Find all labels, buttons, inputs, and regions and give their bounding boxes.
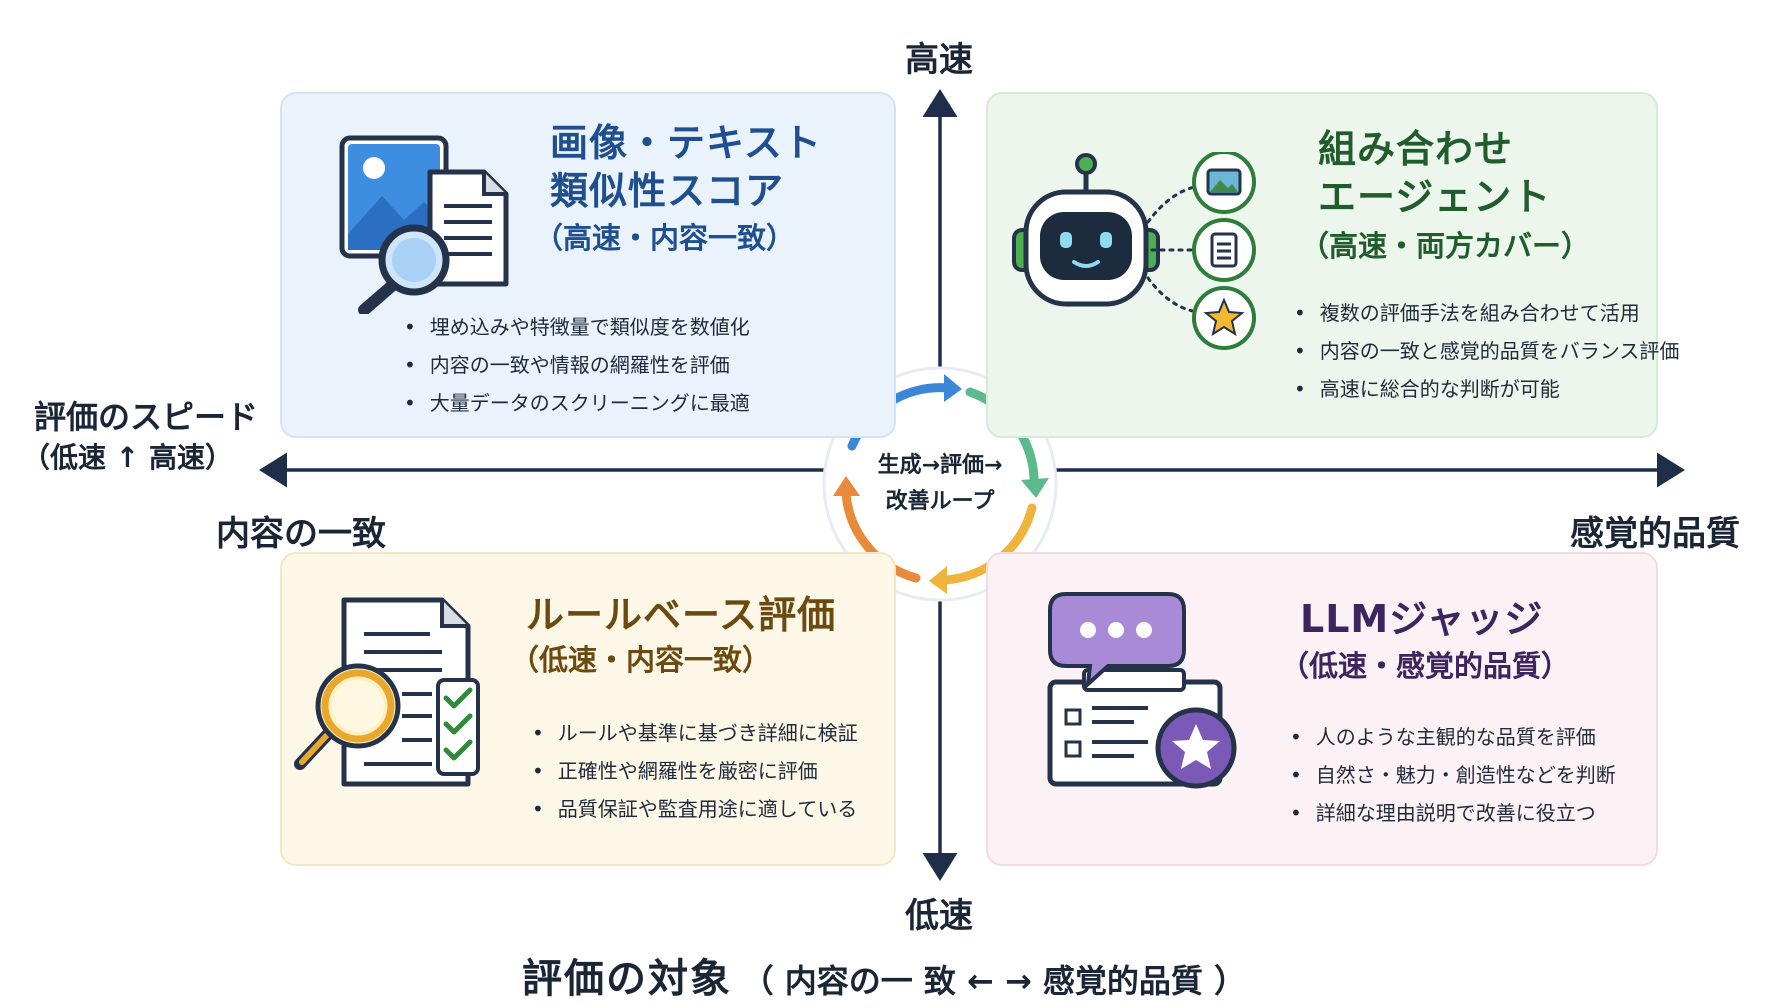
quadrant-rule-based: ルールベース評価 （低速・内容一致） ルールや基準に基づき詳細に検証 正確性や網… bbox=[280, 552, 896, 866]
bullet-item: 高速に総合的な判断が可能 bbox=[1294, 370, 1679, 408]
axis-left-label: 内容の一致 bbox=[216, 514, 386, 554]
quadrant-bullet-list: 複数の評価手法を組み合わせて活用 内容の一致と感覚的品質をバランス評価 高速に総… bbox=[1294, 294, 1680, 408]
bullet-item: 複数の評価手法を組み合わせて活用 bbox=[1294, 294, 1679, 332]
quadrant-title-line2: 類似性スコア bbox=[550, 169, 785, 213]
quadrant-llm-judge: LLMジャッジ （低速・感覚的品質） 人のような主観的な品質を評価 自然さ・魅力… bbox=[986, 552, 1658, 866]
quadrant-title-line1: ルールベース評価 bbox=[526, 593, 837, 637]
quadrant-bullet-list: 人のような主観的な品質を評価 自然さ・魅力・創造性などを判断 詳細な理由説明で改… bbox=[1290, 718, 1616, 832]
quadrant-title-line1: 画像・テキスト bbox=[550, 121, 822, 165]
checklist-magnifier-icon bbox=[294, 597, 480, 787]
bullet-item: 内容の一致と感覚的品質をバランス評価 bbox=[1294, 332, 1680, 370]
bullet-item: 人のような主観的な品質を評価 bbox=[1290, 718, 1616, 756]
robot-agent-icon bbox=[1012, 152, 1256, 350]
quadrant-subtitle: （低速・内容一致） bbox=[510, 643, 772, 677]
speed-axis-subtitle: （低速 ↑ 高速） bbox=[22, 441, 233, 474]
image-text-search-icon bbox=[339, 135, 509, 314]
bullet-item: 品質保証や監査用途に適している bbox=[532, 790, 858, 828]
quadrant-subtitle: （高速・両方カバー） bbox=[1300, 229, 1591, 263]
bullet-item: 内容の一致や情報の網羅性を評価 bbox=[404, 346, 750, 384]
quadrant-bullet-list: ルールや基準に基づき詳細に検証 正確性や網羅性を厳密に評価 品質保証や監査用途に… bbox=[532, 714, 858, 828]
speed-axis-title: 評価のスピード bbox=[34, 398, 259, 436]
axis-bottom-label: 低速 bbox=[905, 896, 973, 936]
quadrant-subtitle: （高速・内容一致） bbox=[534, 221, 796, 255]
axis-top-label: 高速 bbox=[905, 40, 973, 80]
quadrant-combined-agent: 組み合わせ エージェント （高速・両方カバー） 複数の評価手法を組み合わせて活用… bbox=[986, 92, 1679, 438]
bullet-item: ルールや基準に基づき詳細に検証 bbox=[532, 714, 858, 752]
quadrant-title-line2: エージェント bbox=[1318, 175, 1552, 219]
bullet-item: 正確性や網羅性を厳密に評価 bbox=[532, 752, 858, 790]
center-loop-label: 生成→評価→ 改善ループ bbox=[842, 448, 1038, 520]
center-loop-line1: 生成→評価→ bbox=[877, 453, 1003, 478]
quadrant-title-line1: 組み合わせ bbox=[1318, 127, 1514, 171]
bottom-caption: 評価の対象 （ 内容の一 致 ← → 感覚的品質 ） bbox=[522, 946, 1246, 1004]
bullet-item: 埋め込みや特徴量で類似度を数値化 bbox=[404, 308, 750, 346]
bottom-caption-detail: （ 内容の一 致 ← → 感覚的品質 ） bbox=[741, 962, 1247, 1000]
bullet-item: 詳細な理由説明で改善に役立つ bbox=[1290, 794, 1616, 832]
bullet-item: 大量データのスクリーニングに最適 bbox=[404, 384, 750, 422]
quadrant-title-line1: LLMジャッジ bbox=[1300, 597, 1544, 641]
quadrant-similarity-score: 画像・テキスト 類似性スコア （高速・内容一致） 埋め込みや特徴量で類似度を数値… bbox=[280, 92, 896, 438]
bottom-caption-main: 評価の対象 bbox=[522, 956, 732, 1002]
chat-rating-icon bbox=[1047, 592, 1237, 789]
quadrant-subtitle: （低速・感覚的品質） bbox=[1280, 649, 1571, 683]
center-loop-line2: 改善ループ bbox=[885, 489, 995, 514]
axis-right-label: 感覚的品質 bbox=[1570, 514, 1740, 554]
quadrant-bullet-list: 埋め込みや特徴量で類似度を数値化 内容の一致や情報の網羅性を評価 大量データのス… bbox=[404, 308, 750, 422]
bullet-item: 自然さ・魅力・創造性などを判断 bbox=[1290, 756, 1616, 794]
